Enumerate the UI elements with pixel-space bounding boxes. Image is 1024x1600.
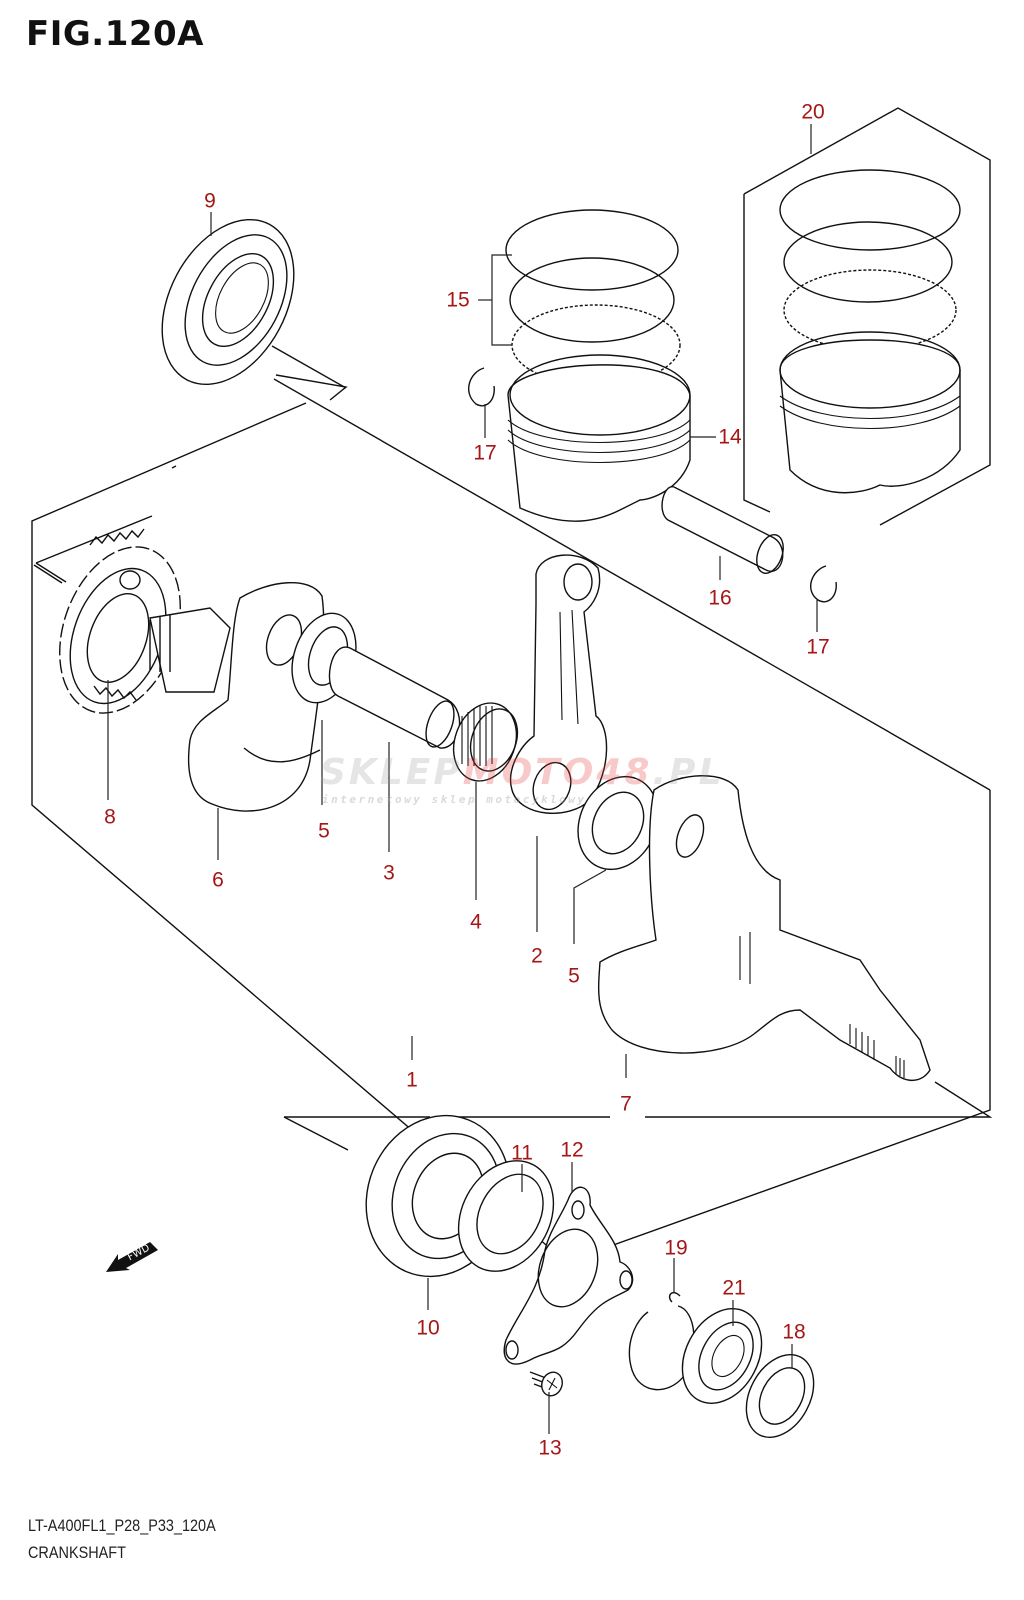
callout-2[interactable]: 2	[531, 944, 543, 968]
assembly-outline-1	[31, 374, 993, 1263]
callout-3[interactable]: 3	[383, 861, 395, 885]
screw-13	[529, 1371, 563, 1397]
callout-16[interactable]: 16	[708, 586, 732, 610]
callout-4[interactable]: 4	[470, 910, 482, 934]
callout-5-left[interactable]: 5	[318, 819, 330, 843]
callout-15[interactable]: 15	[446, 288, 470, 312]
callout-7[interactable]: 7	[620, 1092, 632, 1116]
bearing-9	[161, 218, 347, 389]
oil-seal-11	[457, 1160, 555, 1272]
needle-bearing-4	[452, 702, 519, 782]
piston-14	[507, 354, 691, 522]
circlip-17b	[809, 565, 837, 603]
callout-12[interactable]: 12	[560, 1138, 584, 1162]
crank-web-7	[597, 775, 931, 1081]
callout-11[interactable]: 11	[511, 1141, 533, 1165]
fwd-marker: FWD	[104, 1236, 160, 1276]
piston-set-outline-20	[743, 107, 991, 526]
leader-lines	[107, 124, 818, 1434]
callout-14[interactable]: 14	[718, 425, 742, 449]
callout-21[interactable]: 21	[722, 1276, 746, 1300]
piston-rings-15	[478, 209, 681, 386]
piston-set-20	[779, 169, 961, 494]
thrust-washer-5b	[577, 775, 659, 871]
connecting-rod-2	[510, 554, 608, 814]
callout-10[interactable]: 10	[416, 1316, 440, 1340]
figure-title: FIG.120A	[26, 14, 204, 54]
retainer-plate-12	[503, 1186, 634, 1365]
circlip-17a	[467, 367, 495, 407]
snap-ring-19	[628, 1292, 695, 1391]
callout-17-right[interactable]: 17	[806, 635, 830, 659]
callout-8[interactable]: 8	[104, 805, 116, 829]
callout-13[interactable]: 13	[538, 1436, 562, 1460]
callout-9[interactable]: 9	[204, 189, 216, 213]
crank-pin-3	[328, 646, 461, 749]
crank-web-6	[149, 582, 325, 812]
piston-pin-16	[661, 486, 784, 574]
bearing-21	[681, 1308, 763, 1404]
callout-1[interactable]: 1	[406, 1068, 418, 1092]
figure-name: CRANKSHAFT	[28, 1543, 126, 1562]
callout-5-right[interactable]: 5	[568, 964, 580, 988]
callout-6[interactable]: 6	[212, 868, 224, 892]
model-code: LT-A400FL1_P28_P33_120A	[28, 1516, 216, 1535]
fwd-arrow-icon: FWD	[106, 1242, 158, 1272]
callout-18[interactable]: 18	[782, 1320, 806, 1344]
callout-17-top[interactable]: 17	[473, 441, 497, 465]
callout-19[interactable]: 19	[664, 1236, 688, 1260]
callout-20[interactable]: 20	[801, 100, 825, 124]
oil-seal-18	[745, 1353, 815, 1439]
